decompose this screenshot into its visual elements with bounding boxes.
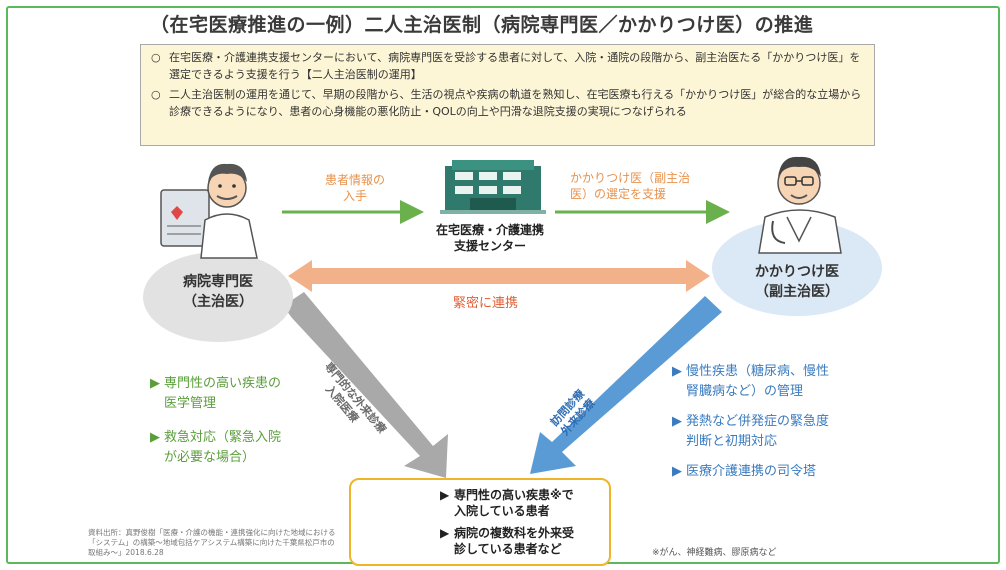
info-flow-line: 患者情報の [324,173,385,187]
home-care-arrow [530,296,722,474]
list-item-text: 医学管理 [164,396,217,411]
list-item: ▶ 発熱など併発症の緊急度 判断と初期対応 [672,412,829,452]
list-item: ▶ 病院の複数科を外来受 診している患者など [440,525,574,557]
list-item-text: 専門性の高い疾患※で [454,488,574,502]
triangle-bullet-icon: ▶ [440,526,450,540]
select-flow-label: かかりつけ医（副主治 医）の選定を支援 [570,170,690,202]
family-doctor-role-list: ▶ 慢性疾患（糖尿病、慢性 腎臓病など）の管理 ▶ 発熱など併発症の緊急度 判断と初… [672,362,829,492]
list-item: ▶ 専門性の高い疾患の 医学管理 [150,374,281,414]
info-flow-label: 患者情報の 入手 [315,172,395,204]
list-item-text: 慢性疾患（糖尿病、慢性 [686,364,830,379]
list-item: ▶ 慢性疾患（糖尿病、慢性 腎臓病など）の管理 [672,362,829,402]
summary-note-text: 在宅医療・介護連携支援センターにおいて、病院専門医を受診する患者に対して、入院・… [169,51,861,81]
collaboration-label: 緊密に連携 [453,296,519,311]
list-item-text: 腎臓病など）の管理 [686,384,804,399]
triangle-bullet-icon: ▶ [440,488,450,502]
specialist-doctor-icon [160,163,258,259]
specialist-circle [143,252,293,342]
source-citation: 資料出所：真野俊樹「医療・介護の機能・連携強化に向けた地域における「システム」の… [88,528,336,557]
family-doctor-label: かかりつけ医 （副主治医） [712,262,882,302]
triangle-bullet-icon: ▶ [672,414,682,429]
support-center-line: 在宅医療・介護連携 [435,223,544,237]
list-item-text: 診している患者など [454,542,562,556]
list-item: ▶ 救急対応（緊急入院 が必要な場合） [150,428,281,468]
list-item-text: が必要な場合） [164,450,256,465]
summary-note: ○ 在宅医療・介護連携支援センターにおいて、病院専門医を受診する患者に対して、入… [151,49,864,83]
triangle-bullet-icon: ▶ [672,364,682,379]
select-flow-line: かかりつけ医（副主治 [570,171,691,185]
family-doctor-icon [758,156,842,254]
specialist-label: 病院専門医 （主治医） [143,272,293,312]
summary-box: ○ 在宅医療・介護連携支援センターにおいて、病院専門医を受診する患者に対して、入… [140,44,875,146]
info-flow-line: 入手 [342,189,367,203]
list-item-text: 判断と初期対応 [686,434,778,449]
list-item: ▶ 医療介護連携の司令塔 [672,462,829,482]
page-title: （在宅医療推進の一例）二人主治医制（病院専門医／かかりつけ医）の推進 [150,14,814,36]
list-item-text: 発熱など併発症の緊急度 [686,414,830,429]
triangle-bullet-icon: ▶ [150,376,160,391]
specialist-role-list: ▶ 専門性の高い疾患の 医学管理 ▶ 救急対応（緊急入院 が必要な場合） [150,374,281,482]
target-patient-box [349,478,611,566]
list-item-text: 医療介護連携の司令塔 [686,464,817,479]
select-flow-line: 医）の選定を支援 [570,187,667,201]
family-doctor-label-line: （副主治医） [755,284,839,300]
collaboration-arrow [288,260,710,292]
summary-note: ○ 二人主治医制の運用を通じて、早期の段階から、生活の視点や疾病の軌道を熟知し、… [151,86,864,120]
triangle-bullet-icon: ▶ [672,464,682,479]
target-patient-list: ▶ 専門性の高い疾患※で 入院している患者 ▶ 病院の複数科を外来受 診している患者… [440,487,574,563]
family-doctor-label-line: かかりつけ医 [754,264,840,280]
summary-note-text: 二人主治医制の運用を通じて、早期の段階から、生活の視点や疾病の軌道を熟知し、在宅… [169,88,862,118]
list-item-text: 入院している患者 [454,504,550,518]
list-item-text: 病院の複数科を外来受 [454,526,575,540]
hospital-building-icon [440,160,546,214]
support-center-line: 支援センター [453,239,526,253]
triangle-bullet-icon: ▶ [150,430,160,445]
list-item-text: 専門性の高い疾患の [164,376,282,391]
specialist-label-line: （主治医） [183,294,253,310]
support-center-label: 在宅医療・介護連携 支援センター [405,222,575,254]
circle-bullet-icon: ○ [151,51,161,64]
specialist-care-arrow [283,292,448,478]
specialist-label-line: 病院専門医 [183,274,253,290]
list-item: ▶ 専門性の高い疾患※で 入院している患者 [440,487,574,519]
list-item-text: 救急対応（緊急入院 [164,430,282,445]
footnote: ※がん、神経難病、膠原病など [652,548,777,558]
circle-bullet-icon: ○ [151,88,161,101]
